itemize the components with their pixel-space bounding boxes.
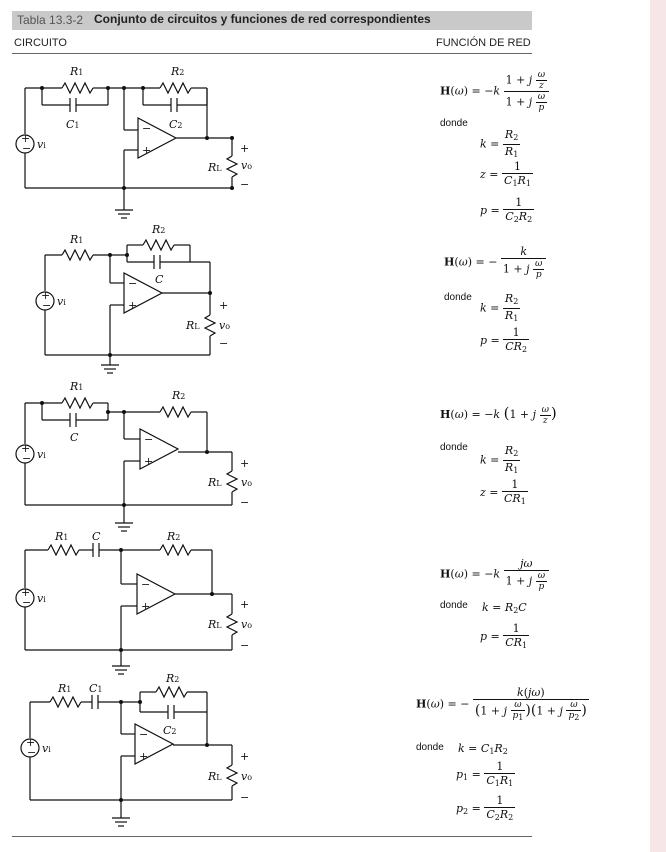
svg-text:−: −	[144, 433, 153, 446]
svg-text:R1: R1	[69, 65, 83, 78]
svg-text:C1: C1	[66, 118, 80, 131]
svg-text:−: −	[27, 746, 36, 759]
circuit-4: +− vi R1 C R2 −+ RL vo +−	[15, 530, 252, 675]
svg-text:R1: R1	[69, 380, 83, 393]
svg-text:R1: R1	[69, 233, 83, 246]
svg-text:−: −	[240, 791, 249, 804]
table-number: Tabla 13.3-2	[17, 13, 84, 27]
circuit-2: +− vi R1 R2 C −+ RL vo +−	[35, 225, 230, 374]
svg-text:C: C	[92, 530, 101, 543]
fn-4-k: k = R2C	[482, 601, 527, 615]
svg-text:+: +	[144, 455, 153, 468]
svg-text:−: −	[22, 142, 31, 155]
svg-text:vo: vo	[219, 319, 230, 332]
svg-text:+: +	[240, 598, 249, 611]
svg-text:−: −	[22, 596, 31, 609]
col-header-circuit: CIRCUITO	[14, 37, 67, 49]
fn-2-donde: donde	[444, 292, 472, 303]
fn-1-donde: donde	[440, 118, 468, 129]
svg-text:vi: vi	[37, 138, 46, 151]
svg-text:vi: vi	[42, 742, 51, 755]
fn-4-donde: donde	[440, 600, 468, 611]
svg-text:+: +	[142, 144, 151, 157]
svg-text:vi: vi	[37, 448, 46, 461]
svg-text:+: +	[240, 750, 249, 763]
svg-text:+: +	[21, 586, 30, 599]
svg-text:+: +	[240, 142, 249, 155]
svg-text:+: +	[141, 600, 150, 613]
svg-text:−: −	[219, 337, 228, 350]
svg-text:−: −	[139, 728, 148, 741]
svg-text:vo: vo	[241, 159, 252, 172]
svg-text:RL: RL	[185, 319, 200, 332]
svg-text:−: −	[240, 178, 249, 191]
svg-text:+: +	[21, 132, 30, 145]
svg-text:R1: R1	[57, 682, 71, 695]
svg-text:+: +	[26, 736, 35, 749]
svg-text:vi: vi	[57, 295, 66, 308]
svg-text:+: +	[41, 289, 50, 302]
svg-text:C: C	[70, 431, 79, 444]
svg-text:RL: RL	[207, 161, 222, 174]
svg-text:vo: vo	[241, 618, 252, 631]
fn-5-donde: donde	[416, 742, 444, 753]
svg-text:+: +	[21, 442, 30, 455]
svg-text:RL: RL	[207, 618, 222, 631]
header-rule	[12, 53, 532, 54]
svg-text:+: +	[128, 299, 137, 312]
svg-text:RL: RL	[207, 770, 222, 783]
svg-text:vo: vo	[241, 770, 252, 783]
side-strip	[650, 0, 666, 852]
svg-text:−: −	[142, 122, 151, 135]
svg-text:R2: R2	[165, 672, 179, 685]
svg-text:−: −	[240, 496, 249, 509]
svg-text:−: −	[141, 578, 150, 591]
svg-text:−: −	[22, 452, 31, 465]
table-title-bar: Tabla 13.3-2 Conjunto de circuitos y fun…	[12, 11, 532, 30]
svg-text:R2: R2	[170, 65, 184, 78]
svg-text:R2: R2	[166, 530, 180, 543]
svg-text:C: C	[155, 273, 164, 286]
svg-text:R2: R2	[151, 225, 165, 236]
svg-text:+: +	[240, 457, 249, 470]
svg-text:+: +	[219, 299, 228, 312]
footer-rule	[12, 836, 532, 837]
circuit-3: +− vi R1 C R2 −+ RL vo +−	[15, 380, 252, 532]
svg-text:−: −	[42, 299, 51, 312]
svg-text:R1: R1	[54, 530, 68, 543]
svg-text:−: −	[128, 277, 137, 290]
fn-5-k: k = C1R2	[458, 742, 508, 756]
col-header-function: FUNCIÓN DE RED	[436, 37, 531, 49]
svg-text:vo: vo	[241, 476, 252, 489]
svg-text:R2: R2	[171, 389, 185, 402]
svg-text:C2: C2	[169, 118, 183, 131]
svg-text:−: −	[240, 639, 249, 652]
circuit-5: +− vi R1 C1 R2 C2 −+ RL vo +−	[20, 672, 252, 827]
svg-text:vi: vi	[37, 592, 46, 605]
svg-text:+: +	[139, 750, 148, 763]
svg-text:RL: RL	[207, 476, 222, 489]
fn-3-donde: donde	[440, 442, 468, 453]
svg-text:C2: C2	[163, 724, 177, 737]
circuit-1: +− vi R1 C1 R2 C2 −+ RL vo +−	[15, 65, 252, 219]
svg-text:C1: C1	[89, 682, 103, 695]
table-title: Conjunto de circuitos y funciones de red…	[94, 12, 431, 26]
